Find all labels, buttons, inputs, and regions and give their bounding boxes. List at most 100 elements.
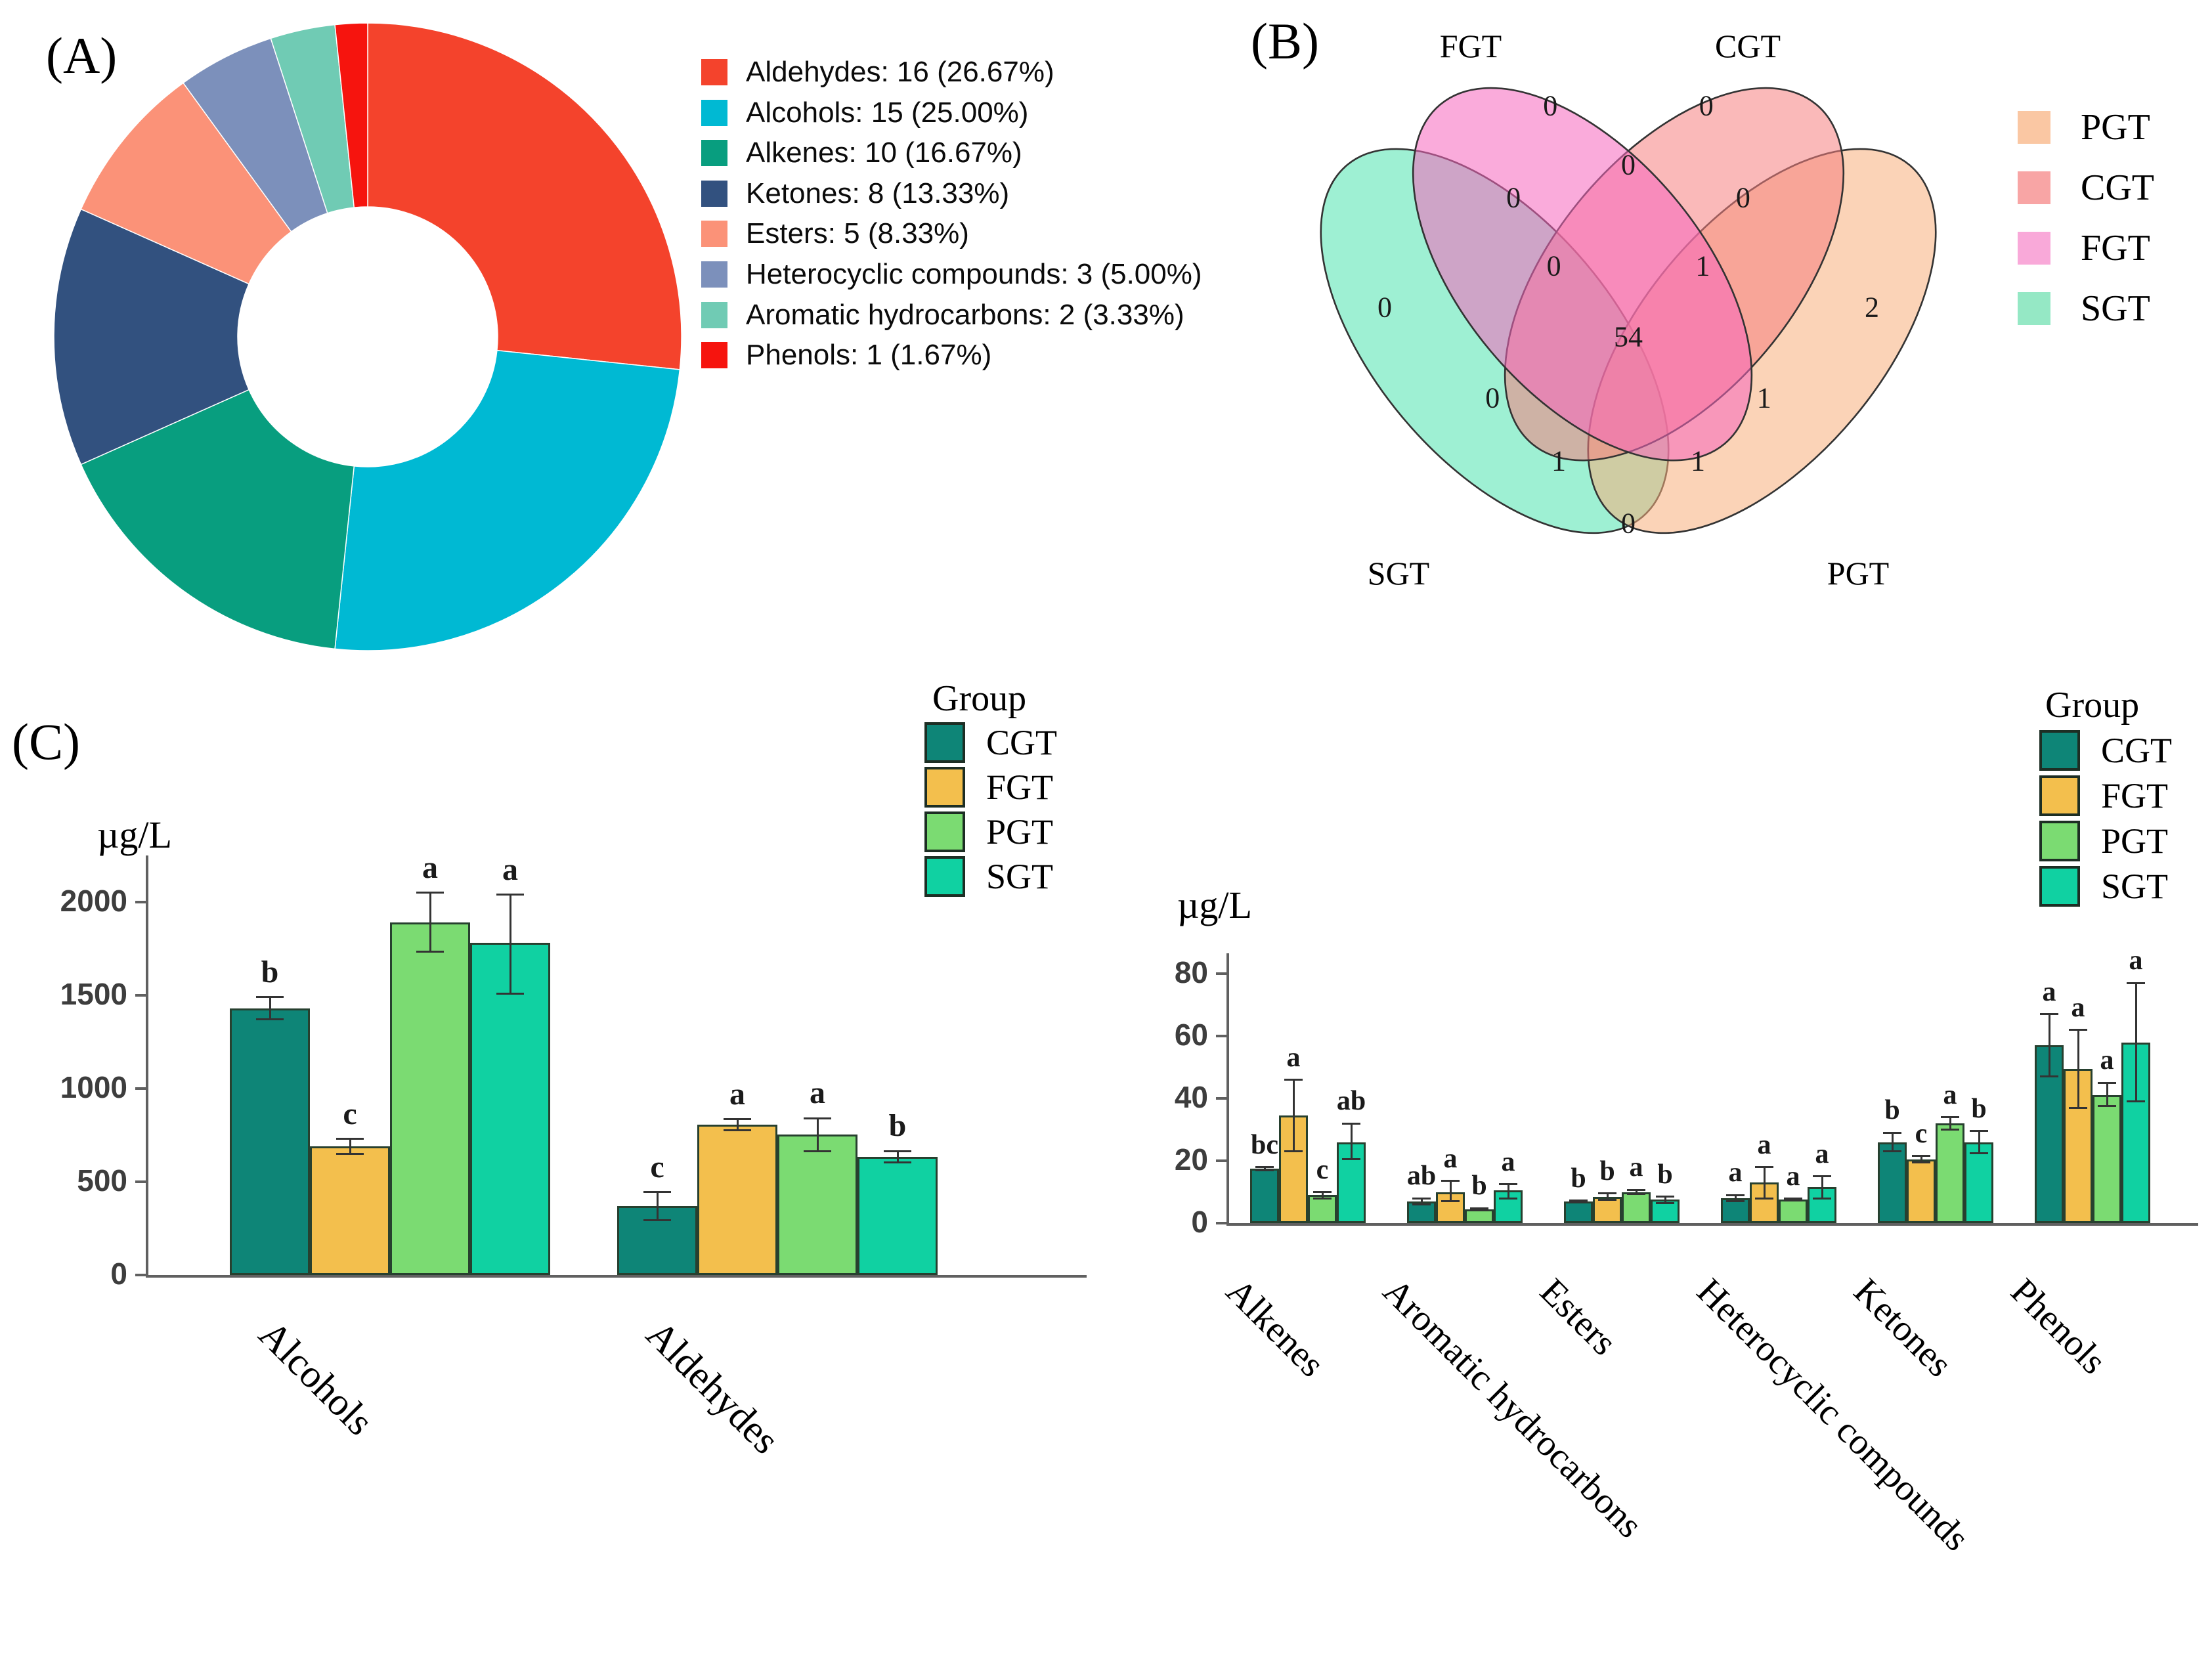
group-legend-item: FGT <box>2039 775 2168 816</box>
error-bar-cap-bottom <box>1941 1129 1959 1131</box>
venn-region-count: 0 <box>1735 181 1750 214</box>
error-bar-cap-bottom <box>1569 1201 1588 1203</box>
error-bar-cap-bottom <box>1598 1198 1616 1201</box>
error-bar-cap-bottom <box>2069 1106 2087 1109</box>
venn-legend-label: SGT <box>2081 288 2150 329</box>
error-bar-line <box>2048 1014 2050 1077</box>
error-bar-cap-bottom <box>416 950 444 953</box>
bar-cgt <box>230 1008 310 1275</box>
legend-label: Heterocyclic compounds: 3 (5.00%) <box>746 258 1202 290</box>
group-legend-item: CGT <box>924 722 1057 763</box>
legend-item: Esters: 5 (8.33%) <box>701 215 969 252</box>
group-legend-label: PGT <box>2101 821 2169 861</box>
error-bar-cap-top <box>1755 1166 1773 1168</box>
bar-pgt <box>777 1134 857 1275</box>
category-label: Ketones <box>1846 1270 1961 1385</box>
significance-letter: c <box>1915 1118 1928 1149</box>
significance-letter: a <box>1786 1161 1800 1192</box>
error-bar-line <box>1891 1133 1894 1152</box>
significance-letter: a <box>1286 1042 1301 1073</box>
group-legend-swatch <box>924 722 965 763</box>
error-bar-line <box>1350 1123 1353 1159</box>
donut-chart <box>53 22 682 651</box>
error-bar-cap-top <box>1284 1079 1303 1081</box>
error-bar-line <box>896 1151 899 1163</box>
legend-label: Esters: 5 (8.33%) <box>746 217 969 250</box>
panel-c-label: (C) <box>12 713 80 770</box>
significance-letter: a <box>2129 945 2143 976</box>
bar-cgt <box>1564 1201 1593 1223</box>
significance-letter: c <box>343 1096 357 1131</box>
error-bar-cap-bottom <box>1883 1150 1901 1153</box>
error-bar-cap-top <box>1883 1131 1901 1134</box>
bar-sgt <box>1964 1142 1993 1223</box>
error-bar-line <box>1420 1198 1423 1205</box>
significance-letter: a <box>2071 992 2085 1023</box>
error-bar-cap-bottom <box>1755 1197 1773 1200</box>
error-bar-cap-top <box>1569 1200 1588 1202</box>
error-bar-cap-bottom <box>1441 1200 1460 1203</box>
donut-slice <box>334 22 368 208</box>
group-legend-item: CGT <box>2039 730 2172 771</box>
venn-set-label: PGT <box>1827 555 1890 592</box>
venn-legend-item: PGT <box>2018 106 2150 148</box>
error-bar-line <box>429 892 431 952</box>
y-tick-mark <box>1216 1222 1226 1224</box>
error-bar-cap-top <box>1726 1194 1745 1196</box>
bar-sgt <box>470 943 550 1275</box>
y-tick-mark <box>135 1274 146 1276</box>
legend-item: Phenols: 1 (1.67%) <box>701 337 991 374</box>
legend-swatch <box>701 59 727 85</box>
error-bar-line <box>1978 1131 1980 1154</box>
error-bar-line <box>1734 1195 1737 1201</box>
venn-ellipse-fgt <box>1412 87 1753 462</box>
bar-pgt <box>1936 1123 1964 1223</box>
significance-letter: a <box>810 1075 825 1111</box>
group-legend-swatch <box>2039 821 2080 861</box>
error-bar-cap-bottom <box>2040 1075 2058 1078</box>
legend-item: Heterocyclic compounds: 3 (5.00%) <box>701 256 1202 293</box>
legend-item: Aldehydes: 16 (26.67%) <box>701 54 1054 91</box>
error-bar-cap-top <box>1627 1188 1645 1191</box>
error-bar-cap-top <box>2069 1029 2087 1031</box>
error-bar-line <box>1507 1184 1509 1198</box>
error-bar-cap-top <box>804 1117 831 1119</box>
error-bar-line <box>2106 1083 2108 1106</box>
error-bar-cap-bottom <box>336 1152 364 1155</box>
x-axis <box>1226 1223 2198 1226</box>
venn-legend-label: CGT <box>2081 167 2154 208</box>
error-bar-line <box>656 1192 659 1221</box>
venn-ellipses <box>1320 87 1937 534</box>
legend-label: Alcohols: 15 (25.00%) <box>746 96 1029 129</box>
left-chart-y-axis-title: µg/L <box>97 813 172 856</box>
error-bar-cap-bottom <box>1499 1197 1517 1200</box>
significance-letter: a <box>2100 1045 2114 1076</box>
y-tick-label: 40 <box>1174 1080 1208 1114</box>
venn-set-label: CGT <box>1715 28 1781 64</box>
significance-letter: b <box>1884 1095 1900 1126</box>
bar-fgt <box>1907 1159 1936 1223</box>
significance-letter: b <box>261 954 279 989</box>
venn-legend-swatch <box>2018 232 2050 265</box>
legend-item: Ketones: 8 (13.33%) <box>701 175 1009 212</box>
venn-legend-label: FGT <box>2081 228 2150 269</box>
venn-region-count: 54 <box>1614 320 1643 353</box>
error-bar-line <box>1635 1190 1637 1194</box>
error-bar-cap-top <box>1656 1196 1674 1198</box>
significance-letter: b <box>1571 1163 1586 1194</box>
right-chart-y-axis-title: µg/L <box>1177 884 1252 926</box>
error-bar-cap-top <box>1941 1116 1959 1118</box>
donut-slice <box>334 349 681 651</box>
bar-fgt <box>697 1125 777 1275</box>
venn-region-count: 0 <box>1485 381 1500 414</box>
error-bar-line <box>1263 1167 1266 1171</box>
error-bar-line <box>1949 1117 1951 1130</box>
y-tick-label: 500 <box>77 1163 127 1198</box>
group-legend-label: SGT <box>986 857 1054 896</box>
significance-letter: a <box>502 852 518 887</box>
significance-letter: a <box>1943 1079 1957 1110</box>
panel-a-label: (A) <box>46 27 118 84</box>
category-label: Aldehydes <box>638 1312 788 1462</box>
error-bar-cap-bottom <box>1912 1161 1930 1163</box>
